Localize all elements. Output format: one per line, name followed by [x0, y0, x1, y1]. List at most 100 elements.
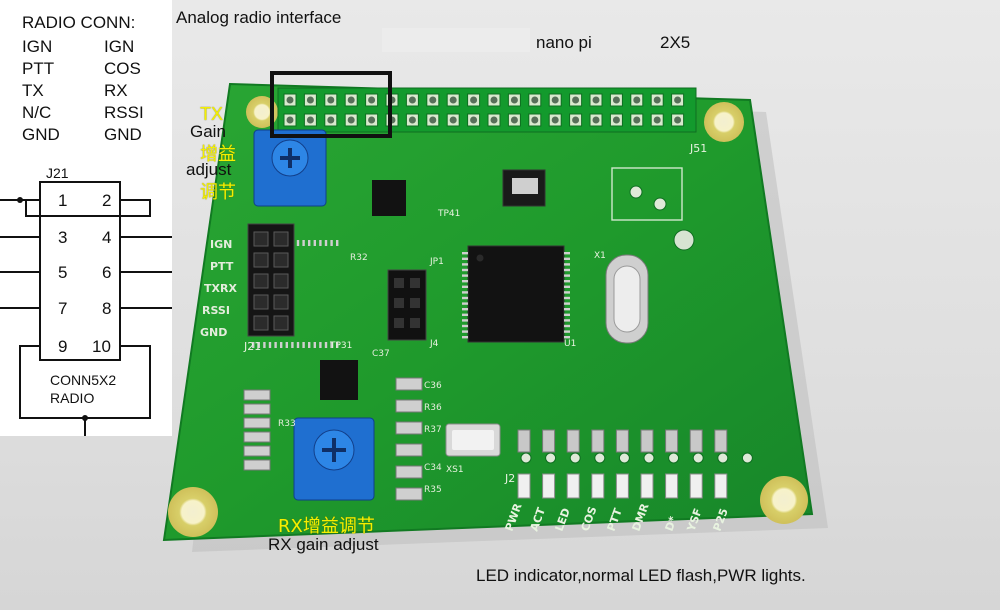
- j2-pad: [545, 452, 557, 464]
- pin-right-1: IGN: [104, 37, 135, 56]
- j2-pad: [569, 452, 581, 464]
- res-label-r35: R35: [424, 485, 442, 495]
- mcu-pin: [268, 342, 272, 348]
- silk-j4: J4: [429, 339, 439, 349]
- gpio-pin-hole: [470, 116, 478, 124]
- radio-pin-labels: IGN PTT TXRX RSSI GND: [200, 238, 237, 339]
- connector-symbol: [0, 181, 172, 436]
- mcu-pin: [564, 324, 570, 328]
- jumper-pin: [410, 318, 420, 328]
- j2-pad-row: [520, 452, 753, 464]
- mcu-pin: [313, 342, 316, 348]
- silk-j21: J21: [243, 340, 261, 353]
- schematic-title: RADIO CONN:: [22, 13, 136, 32]
- gpio-pin-hole: [286, 116, 294, 124]
- gpio-pin-hole: [551, 116, 559, 124]
- status-led: [640, 473, 654, 499]
- pin-number-2: 2: [102, 191, 112, 210]
- mcu-pin: [319, 342, 322, 348]
- res-label-r32: R32: [350, 253, 368, 263]
- mcu-pin: [564, 319, 570, 322]
- connector-ref: J21: [46, 165, 69, 181]
- gpio-pin-hole: [368, 116, 376, 124]
- mcu-pin: [319, 240, 322, 246]
- pin-left-3: TX: [22, 81, 44, 100]
- pin-number-3: 3: [58, 228, 68, 247]
- pin-label-txrx: TXRX: [204, 282, 237, 295]
- mcu-pin: [462, 336, 468, 339]
- mcu-pin: [462, 280, 468, 283]
- status-led: [714, 473, 728, 499]
- led-resistor: [615, 429, 629, 453]
- j2-pad: [717, 452, 729, 464]
- resistor-labels: R36 R37 R35 R33 C36 C34 R32 C37: [278, 253, 442, 495]
- smd-resistor: [395, 443, 423, 457]
- jumper-pin: [394, 298, 404, 308]
- j2-pad: [643, 452, 655, 464]
- j2-pad: [692, 452, 704, 464]
- status-led: [517, 473, 531, 499]
- title-analog-radio: Analog radio interface: [176, 8, 342, 27]
- pin-right-3: RX: [104, 81, 128, 100]
- gpio-pin-hole: [306, 116, 314, 124]
- gpio-pin-hole: [490, 116, 498, 124]
- gpio-pin-hole: [592, 96, 600, 104]
- j2-pad: [520, 452, 532, 464]
- mcu-pin: [462, 313, 468, 316]
- tx-label: TX: [200, 104, 224, 124]
- gpio-pin-hole: [674, 116, 682, 124]
- mcu-pin: [564, 257, 570, 260]
- mcu-pin: [462, 291, 468, 294]
- gpio-pin-hole: [572, 96, 580, 104]
- mcu-pin: [462, 330, 468, 333]
- gpio-header: [277, 87, 697, 133]
- mcu-pin: [280, 342, 283, 348]
- gpio-pin-hole: [286, 96, 294, 104]
- radio-header-pin: [273, 231, 289, 247]
- mcu-pin: [462, 257, 468, 260]
- mcu-pin: [564, 263, 570, 266]
- tx-trimmer: [253, 129, 327, 207]
- mcu-pin: [296, 342, 300, 348]
- pin-left-1: IGN: [22, 37, 53, 56]
- radio-header-pin: [253, 252, 269, 268]
- mcu-pin: [330, 240, 333, 246]
- status-led: [689, 473, 703, 499]
- gpio-pin-hole: [429, 96, 437, 104]
- mcu-pin: [274, 342, 277, 348]
- radio-header-pin: [273, 294, 289, 310]
- mcu-pin: [564, 330, 570, 333]
- mcu-pin: [564, 291, 570, 294]
- jumper-pin: [394, 278, 404, 288]
- led-resistor: [542, 429, 556, 453]
- gpio-pin-hole: [653, 96, 661, 104]
- gpio-pin-hole: [429, 116, 437, 124]
- gpio-pin-hole: [327, 96, 335, 104]
- led-resistor: [665, 429, 679, 453]
- led-row: [517, 429, 728, 499]
- led-resistor: [689, 429, 703, 453]
- gpio-pin-hole: [368, 96, 376, 104]
- pin-left-4: N/C: [22, 103, 52, 122]
- smd-resistor: [243, 417, 271, 429]
- mcu-pin: [564, 268, 570, 272]
- silk-tp31: TP31: [329, 341, 352, 351]
- mcu-chip: [252, 240, 570, 348]
- part-name: CONN5X2: [50, 372, 117, 388]
- gpio-pin-hole: [449, 116, 457, 124]
- j51-area: [611, 167, 695, 251]
- mcu-pin: [564, 302, 570, 305]
- mcu-pin: [564, 336, 570, 339]
- gpio-pin-hole: [470, 96, 478, 104]
- pin-number-4: 4: [102, 228, 112, 247]
- mcu-pin: [564, 285, 570, 288]
- mcu-pin: [324, 240, 328, 246]
- pin-label-ign: IGN: [210, 238, 232, 251]
- tx-adjust: adjust: [186, 160, 232, 179]
- tx-gain: Gain: [190, 122, 226, 141]
- label-nano-pi: nano pi: [536, 33, 592, 52]
- radio-header-pin: [273, 252, 289, 268]
- mcu-pin: [302, 240, 305, 246]
- smd-resistor: [395, 377, 423, 391]
